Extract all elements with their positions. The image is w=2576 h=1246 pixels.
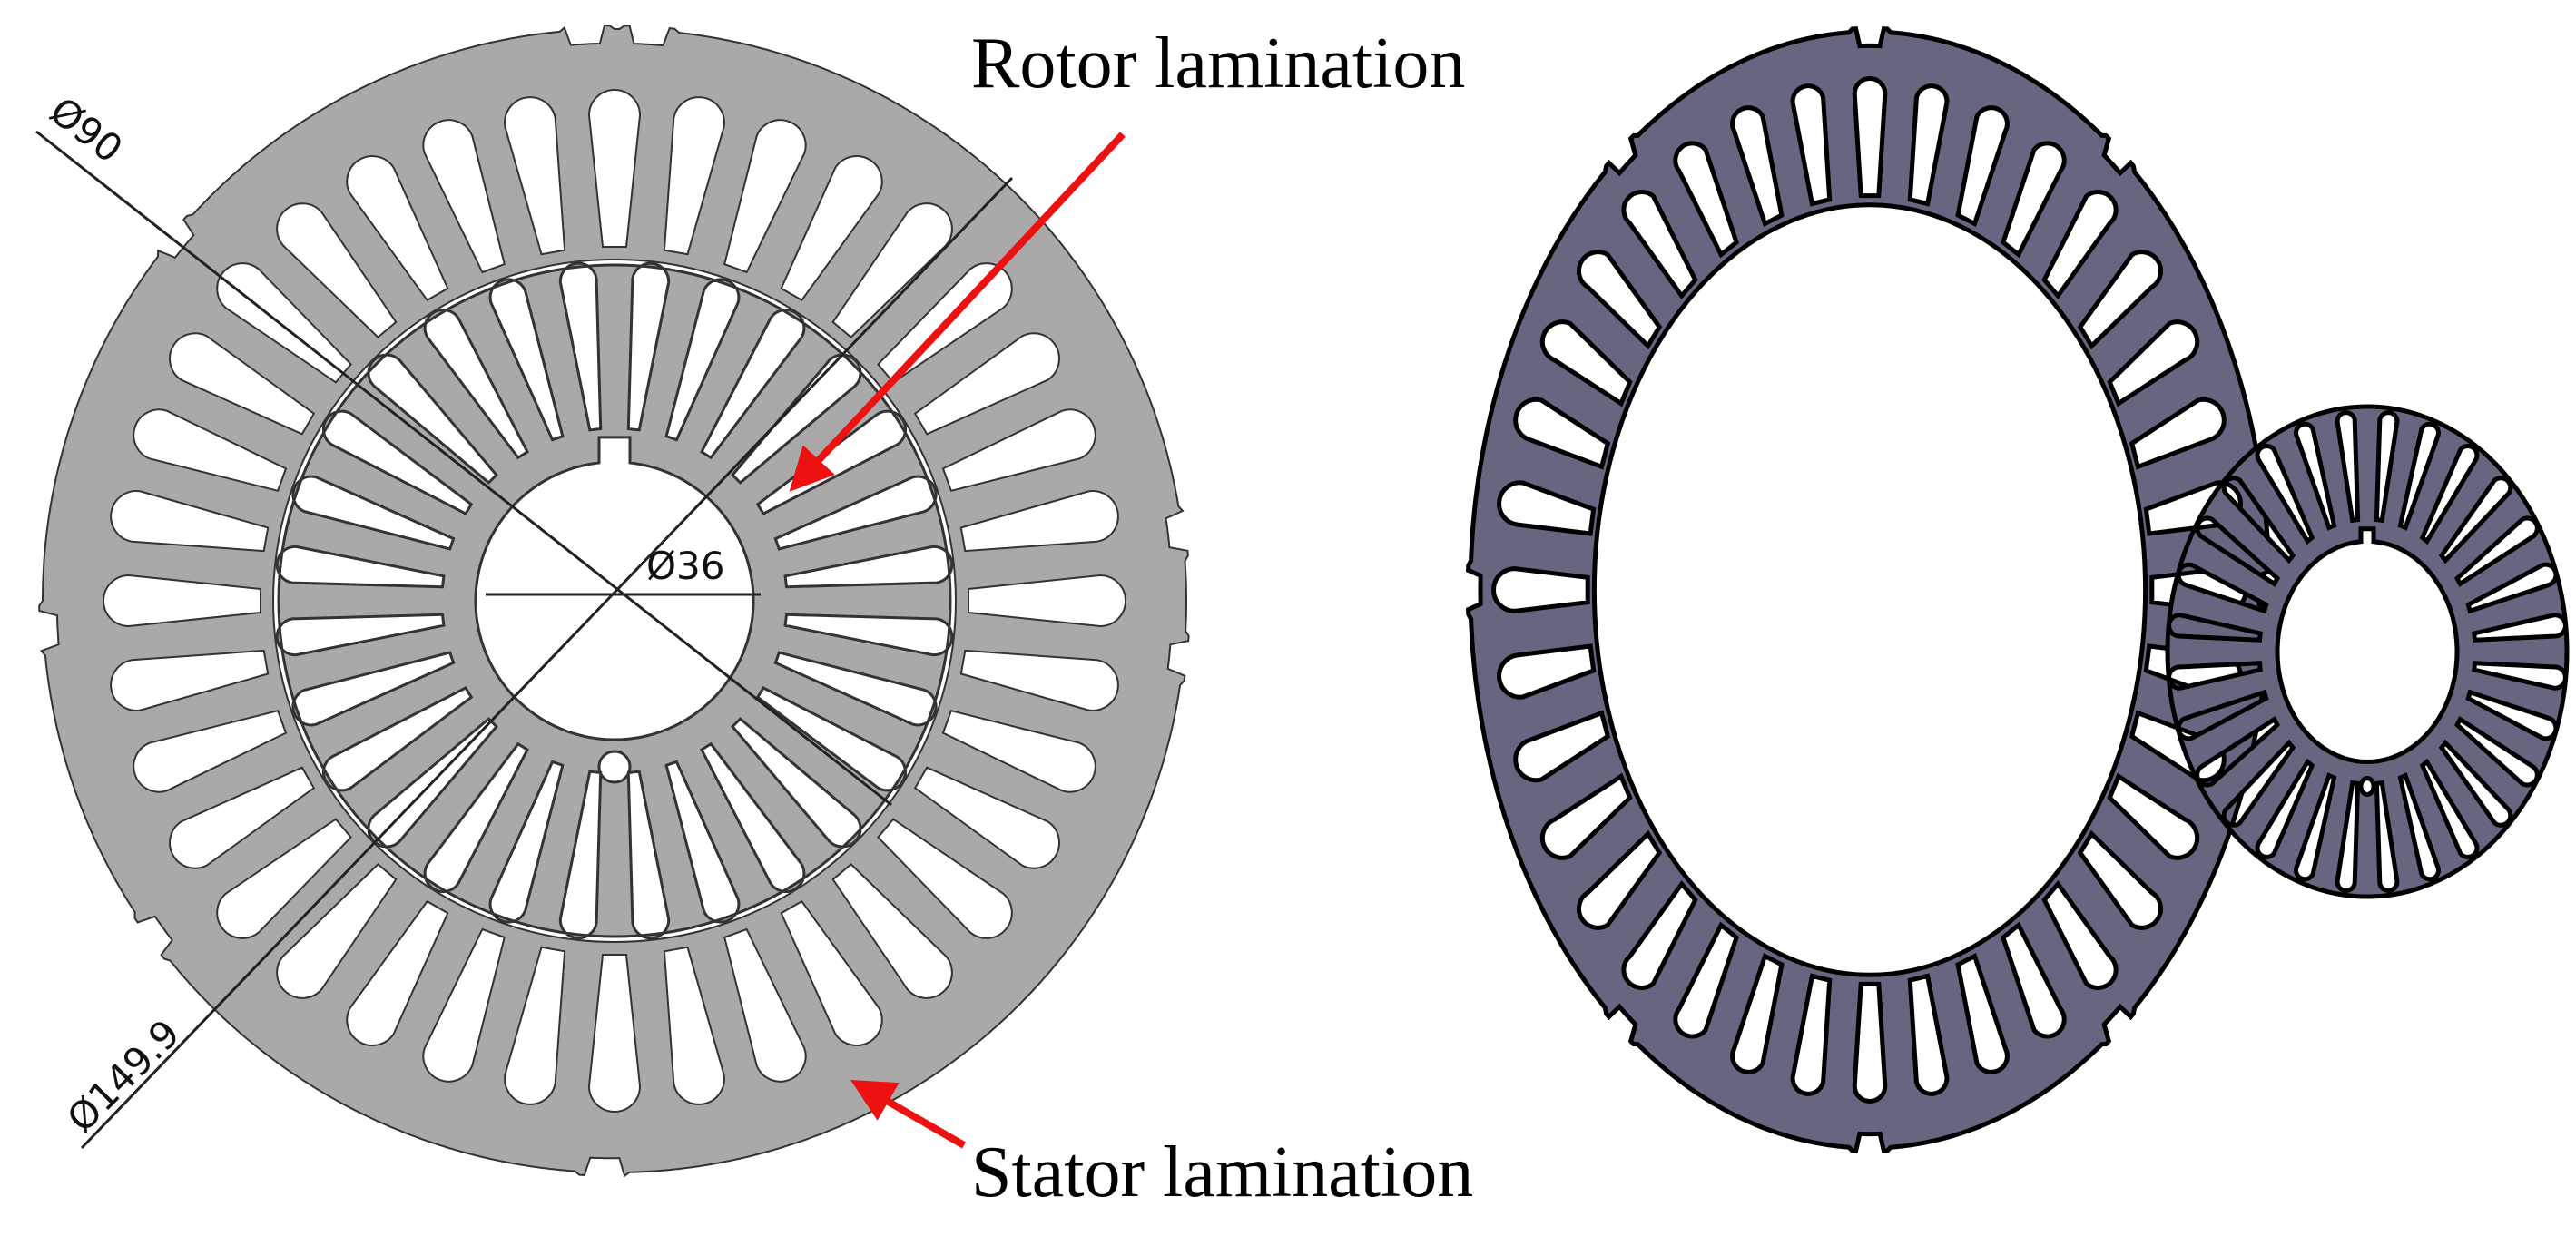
rotor-callout-arrow: [789, 132, 1126, 492]
stator-rotor-drawing: Ø90 Ø149.9 Ø36: [35, 25, 1190, 1178]
exploded-lamination-render: [1466, 26, 2570, 1153]
stator-callout-arrow: [850, 1080, 966, 1149]
stator-lamination-drawing: [38, 25, 1190, 1178]
rotor-lamination-render: [2165, 404, 2570, 899]
dimension-line-stator-outer: [80, 176, 1014, 1150]
rotor-lamination-callout: Rotor lamination: [971, 24, 1465, 103]
rotor-lamination-drawing: [275, 261, 954, 940]
stator-lamination-render: [1466, 26, 2274, 1153]
dimension-line-stator-inner: [35, 130, 892, 807]
dimension-label-stator-outer: Ø149.9: [58, 1011, 188, 1141]
stator-lamination-callout: Stator lamination: [971, 1133, 1473, 1212]
dimension-label-rotor-bore: Ø36: [646, 544, 725, 588]
dimension-label-stator-inner: Ø90: [42, 88, 131, 172]
